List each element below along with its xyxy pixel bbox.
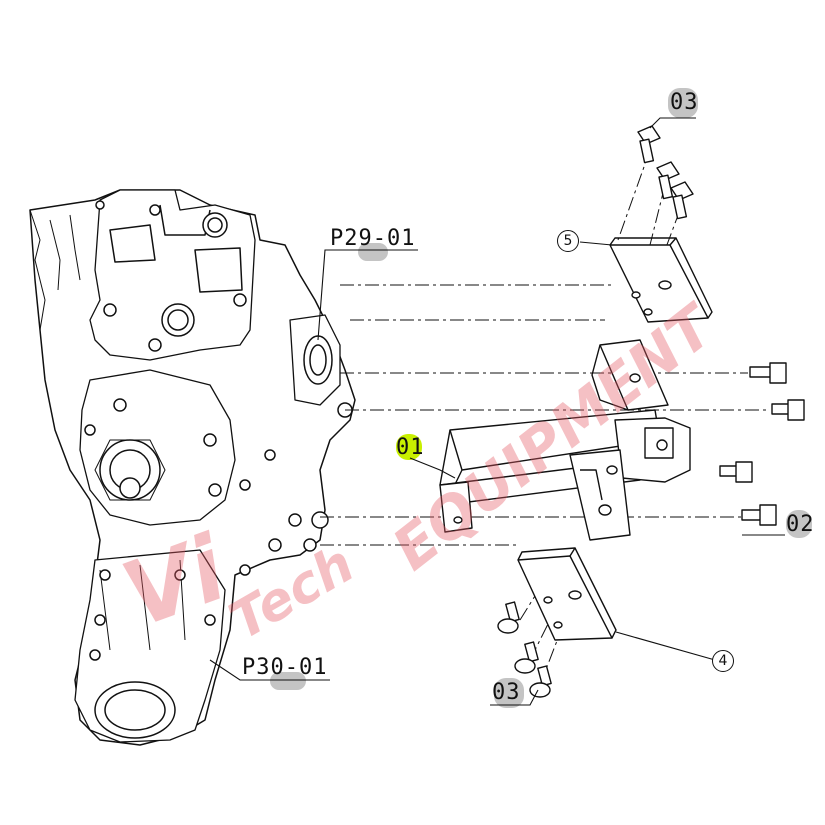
leader-lines bbox=[209, 117, 785, 706]
part01-highlight bbox=[396, 434, 422, 460]
bolts bbox=[497, 125, 805, 698]
part02-highlight bbox=[786, 510, 812, 538]
bolt-top-3 bbox=[670, 181, 694, 220]
bolt-bottom-3 bbox=[529, 665, 552, 698]
p29-highlight bbox=[358, 243, 388, 261]
part03-top-highlight bbox=[668, 88, 698, 118]
label-part-03-top: 03 bbox=[670, 90, 699, 115]
bolt-right-2 bbox=[771, 399, 805, 421]
bolt-top-1 bbox=[637, 125, 661, 164]
bracket-4 bbox=[517, 547, 617, 641]
bolt-right-3 bbox=[719, 461, 753, 483]
bolt-bottom-1 bbox=[497, 601, 520, 634]
main-bracket bbox=[439, 339, 691, 541]
label-part-02: 02 bbox=[786, 512, 815, 537]
callout-5: 5 bbox=[557, 230, 579, 252]
part03-bottom-highlight bbox=[494, 678, 524, 708]
bolt-bottom-2 bbox=[514, 641, 539, 674]
label-part-01: 01 bbox=[396, 435, 425, 460]
callout-4: 4 bbox=[712, 650, 734, 672]
label-p29-01: P29-01 bbox=[330, 226, 416, 251]
bolt-right-1 bbox=[749, 362, 787, 384]
label-part-03-bottom: 03 bbox=[492, 680, 521, 705]
bolt-right-4 bbox=[741, 504, 777, 526]
bracket-5 bbox=[609, 237, 713, 323]
transmission-housing bbox=[29, 189, 356, 746]
bolt-top-2 bbox=[656, 161, 680, 200]
label-p30-01: P30-01 bbox=[242, 655, 328, 680]
p30-highlight bbox=[270, 672, 306, 690]
